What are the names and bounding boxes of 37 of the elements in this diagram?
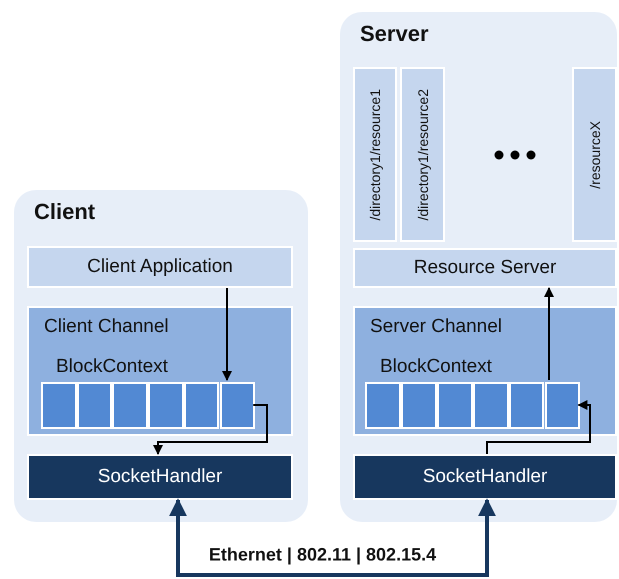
arrow	[169, 498, 496, 577]
resource-column	[572, 67, 617, 242]
block-cell	[41, 382, 77, 429]
resource-path: /directory1/resource2	[414, 88, 430, 220]
block-cell	[544, 382, 580, 429]
channel-title: Server Channel	[370, 316, 502, 338]
handler-box: SocketHandler	[353, 454, 617, 500]
channel-panel	[27, 306, 293, 436]
block-cell	[436, 382, 473, 429]
arrow	[544, 287, 554, 380]
block-cell	[400, 382, 437, 429]
group-panel	[340, 12, 617, 522]
block-cell	[112, 382, 148, 429]
channel-panel	[353, 306, 617, 436]
arrow	[222, 288, 232, 381]
arrow	[153, 404, 268, 455]
resource-column	[353, 67, 397, 242]
channel-title: Client Channel	[44, 316, 169, 338]
resource-column	[400, 67, 445, 242]
block-cell	[365, 382, 401, 429]
arrow	[486, 400, 591, 454]
block-cell	[508, 382, 544, 429]
block-cell	[148, 382, 184, 429]
block-context-label: BlockContext	[380, 356, 492, 378]
resource-path: /directory1/resource1	[367, 88, 383, 220]
group-title: Server	[360, 21, 429, 47]
component-box: Client Application	[27, 246, 293, 288]
resource-path: /resourceX	[586, 120, 602, 188]
component-box: Resource Server	[353, 248, 617, 288]
block-context-label: BlockContext	[56, 356, 168, 378]
block-cell	[76, 382, 112, 429]
block-cell	[472, 382, 509, 429]
block-cell	[220, 382, 256, 429]
block-cell	[184, 382, 220, 429]
group-title: Client	[34, 199, 96, 225]
handler-box: SocketHandler	[27, 454, 293, 500]
group-panel	[14, 190, 308, 522]
